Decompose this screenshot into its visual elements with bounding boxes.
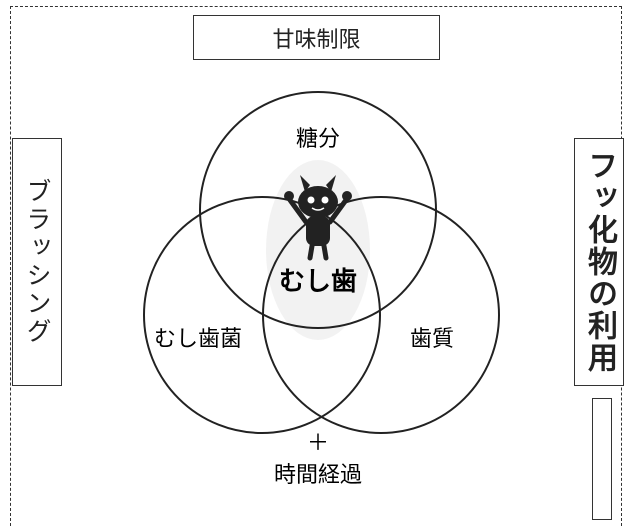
sugar-label: 糖分 [296,127,340,152]
brushing-label: ブラッシング [23,178,52,346]
brushing-box: ブラッシング [12,138,62,386]
tooth-quality-circle [262,196,500,434]
plus-sign: ＋ [307,431,329,456]
bacteria-circle [143,196,381,434]
sugar-restriction-box: 甘味制限 [193,15,440,60]
cavity-germ-mascot-icon [284,175,352,261]
fluoride-box: フッ化物の利用 [574,138,624,386]
fluoride-label: フッ化物の利用 [582,150,617,374]
bacteria-label: むし歯菌 [154,327,242,352]
time-elapsed-label: 時間経過 [274,463,362,488]
cavity-center-label: むし歯 [279,267,357,297]
tooth-quality-label: 歯質 [410,327,454,352]
sugar-restriction-label: 甘味制限 [272,27,361,53]
